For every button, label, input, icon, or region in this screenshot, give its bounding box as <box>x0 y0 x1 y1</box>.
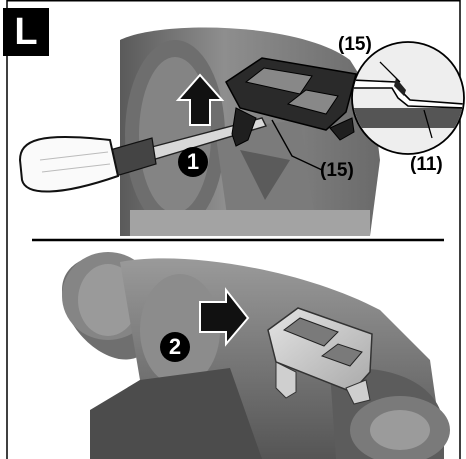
step-marker-2: 2 <box>160 332 190 362</box>
callout-clip: (15) <box>320 160 354 181</box>
detail-zoom-view <box>351 41 465 155</box>
right-arrow-icon <box>199 287 250 347</box>
belt-clip-bottom <box>267 307 373 405</box>
step-marker-1: 1 <box>178 147 208 177</box>
belt-clip-top <box>225 57 357 147</box>
section-badge: L <box>3 8 49 56</box>
up-arrow-icon <box>175 73 225 126</box>
callout-clip-detail: (15) <box>338 34 372 55</box>
tool-body-bottom <box>62 252 450 459</box>
callout-housing: (11) <box>410 154 443 175</box>
